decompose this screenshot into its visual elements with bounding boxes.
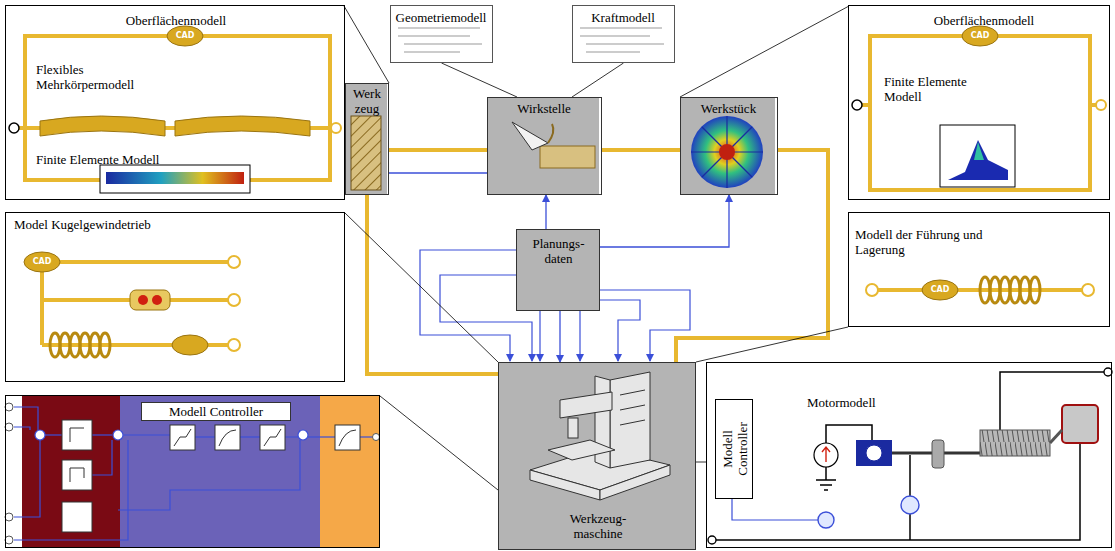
node-text: Werk zeug (347, 86, 387, 116)
node-text: Motormodell (807, 395, 907, 410)
document-box: Geometriemodell (390, 5, 493, 63)
surface-model-tool (9, 26, 341, 193)
connector (442, 63, 518, 97)
icon-label: CAD (24, 257, 60, 267)
connector (696, 327, 848, 362)
connector (367, 195, 498, 374)
connector (676, 150, 828, 362)
process-box: Planungs- daten (516, 229, 600, 311)
controller-model (5, 396, 380, 547)
connector (380, 396, 498, 490)
node-text: Finite Elemente Modell (884, 74, 994, 104)
node-text: Modell Controller (141, 402, 291, 421)
node-text: Oberflächenmodell (76, 13, 276, 28)
callout-panel: OberflächenmodellFlexibles Mehrkörpermod… (5, 5, 345, 200)
connector (345, 213, 498, 362)
connector (572, 63, 624, 97)
icon-label: CAD (962, 31, 998, 41)
process-box: Wirkstelle (487, 97, 602, 195)
icon-label: CAD (167, 31, 203, 41)
process-box: Werkstück (680, 97, 778, 195)
controller-box: Modell Controller (715, 399, 753, 499)
node-text: Model Kugelgewindetrieb (14, 217, 264, 232)
callout-panel: Model Kugelgewindetrieb (5, 212, 345, 382)
turbine-illustration (691, 116, 763, 188)
node-text: Oberflächenmodell (909, 13, 1059, 28)
connector (389, 172, 487, 173)
connector (600, 195, 729, 247)
connector (545, 195, 546, 229)
ballscrew-model (24, 252, 240, 357)
motor-model (708, 368, 1112, 544)
node-text: Werkstück (681, 101, 776, 116)
connector (559, 311, 560, 362)
callout-panel: Modell der Führung und Lagerung (848, 212, 1110, 327)
node-text: Modell Controller (720, 414, 750, 484)
node-text: Wirkstelle (488, 101, 600, 116)
surface-model-workpiece (852, 26, 1106, 190)
document-lines (398, 28, 664, 52)
box-fills (345, 83, 775, 550)
guide-bearing-model (866, 277, 1094, 303)
process-box: Werk zeug (345, 83, 389, 195)
machine-tool-drawing (530, 372, 670, 500)
callout-panel: Modell Controller (5, 395, 380, 548)
document-box: Kraftmodell (572, 5, 675, 63)
icon-label: CAD (922, 285, 958, 295)
data-flow-lines (420, 250, 690, 361)
connector (696, 462, 706, 463)
node-text: Geometriemodell (391, 10, 491, 25)
callout-panel: MotormodellModell Controller (706, 362, 1112, 548)
node-text: Modell der Führung und Lagerung (855, 227, 1025, 257)
connector (389, 148, 487, 152)
node-text: Kraftmodell (573, 10, 673, 25)
tool-illustration (351, 116, 381, 190)
machine-box: Werkzeug- maschine (498, 362, 696, 550)
connector (680, 6, 849, 97)
connector (344, 6, 389, 83)
node-text: Flexibles Mehrkörpermodell (36, 62, 171, 92)
cutting-illustration (512, 122, 595, 168)
connector (602, 148, 680, 152)
node-text: Finite Elemente Modell (36, 152, 216, 167)
node-text: Planungs- daten (519, 236, 598, 266)
node-text: Werkzeug- maschine (553, 511, 643, 541)
